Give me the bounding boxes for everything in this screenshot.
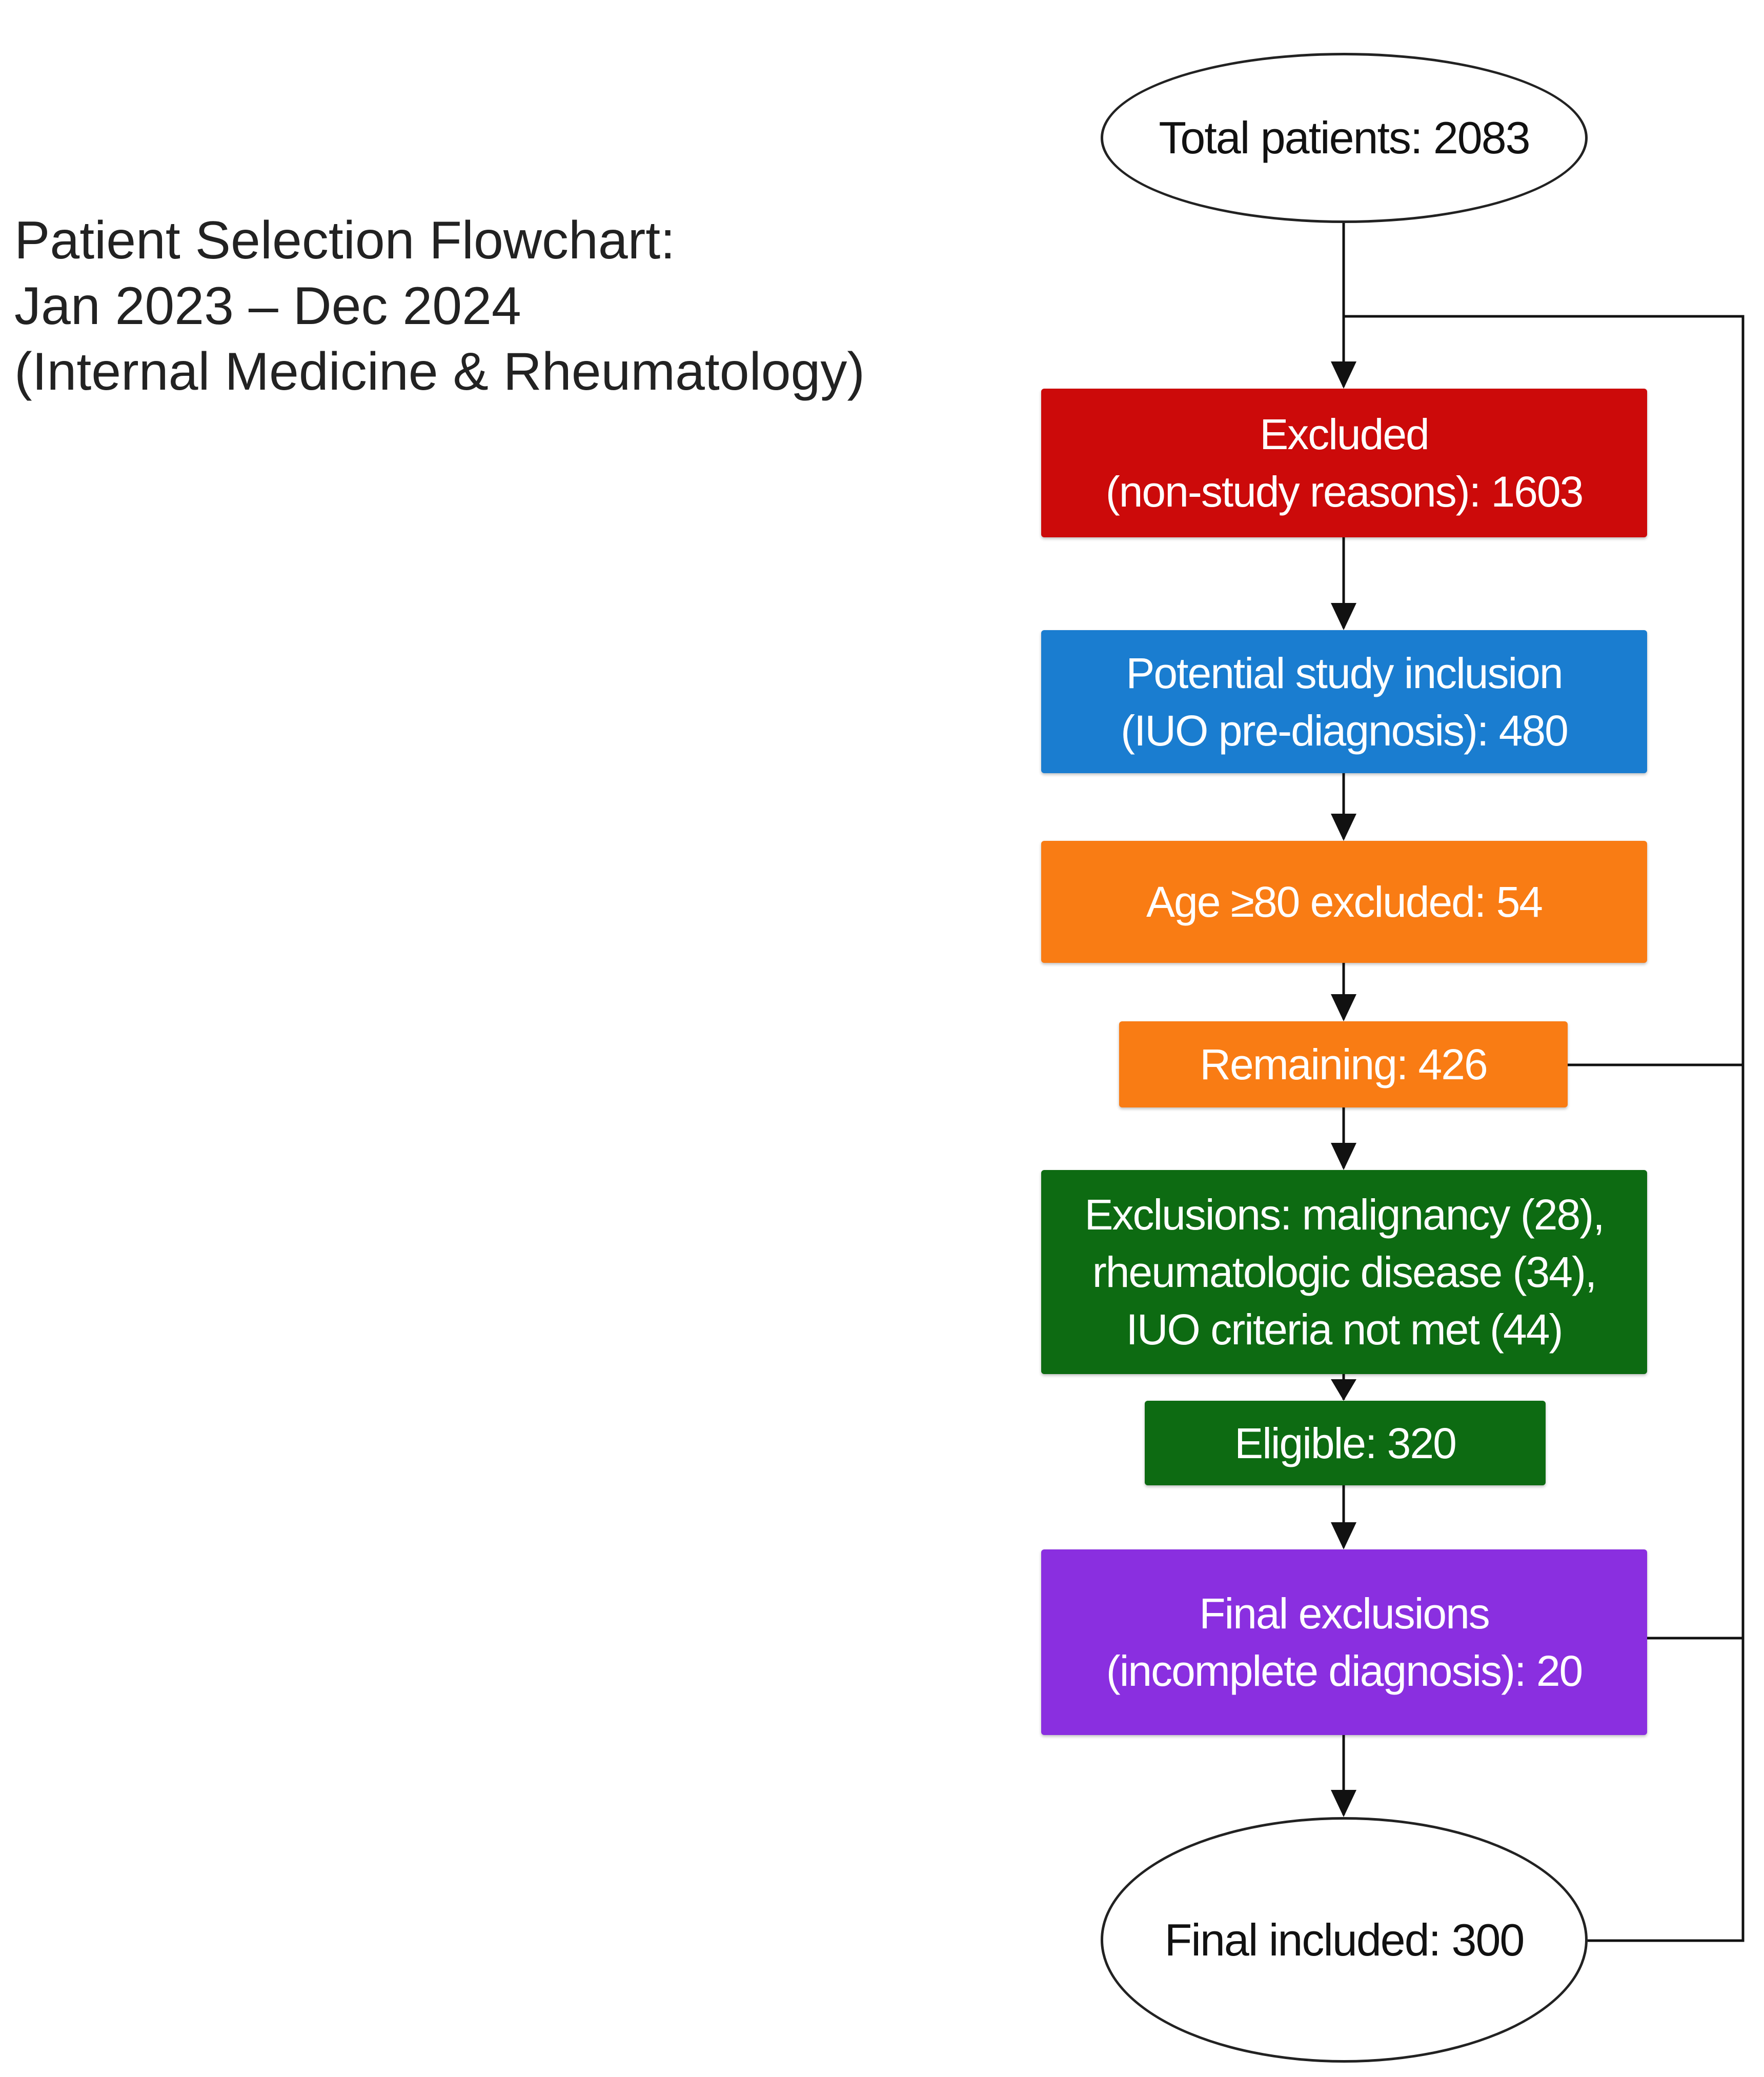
arrowhead [1331,1379,1356,1401]
node-exclusions: Exclusions: malignancy (28), rheumatologi… [1041,1170,1647,1374]
node-eligible: Eligible: 320 [1145,1401,1546,1485]
node-final-label: Final included: 300 [1164,1914,1525,1965]
node-potential-line-2: (IUO pre-diagnosis): 480 [1121,706,1569,755]
arrowhead [1331,814,1356,841]
side-bypass-line [1344,315,1745,1942]
node-final-exclusions: Final exclusions (incomplete diagnosis): … [1041,1549,1647,1735]
arrowhead [1331,1790,1356,1817]
node-remaining: Remaining: 426 [1119,1021,1568,1107]
node-final-included: Final included: 300 [1101,1817,1588,2063]
node-eligible-label: Eligible: 320 [1234,1419,1457,1467]
title-line-2: Jan 2023 – Dec 2024 [14,276,521,336]
node-exclusions-line-1: Exclusions: malignancy (28), [1084,1191,1605,1239]
node-total-patients: Total patients: 2083 [1101,53,1588,223]
node-final-exclusions-line-2: (incomplete diagnosis): 20 [1106,1647,1584,1695]
node-potential-line-1: Potential study inclusion [1126,649,1563,697]
node-final-exclusions-line-1: Final exclusions [1199,1589,1490,1638]
arrowhead [1331,1522,1356,1549]
node-exclusions-line-2: rheumatologic disease (34), [1092,1248,1597,1296]
node-excluded-line-2: (non-study reasons): 1603 [1105,468,1584,516]
diagram-title: Patient Selection Flowchart: Jan 2023 – … [14,208,865,405]
node-exclusions-line-3: IUO criteria not met (44) [1126,1305,1564,1354]
node-age-label: Age ≥80 excluded: 54 [1146,878,1543,926]
arrowhead [1331,361,1356,389]
title-line-3: (Internal Medicine & Rheumatology) [14,342,865,401]
node-excluded-line-1: Excluded [1260,410,1430,458]
node-age-excluded: Age ≥80 excluded: 54 [1041,841,1647,963]
title-line-1: Patient Selection Flowchart: [14,211,676,270]
arrowhead [1331,994,1356,1021]
node-remaining-label: Remaining: 426 [1200,1040,1488,1088]
arrowhead [1331,1143,1356,1170]
arrowhead [1331,603,1356,630]
node-total-label: Total patients: 2083 [1159,112,1530,163]
node-excluded: Excluded (non-study reasons): 1603 [1041,389,1647,537]
node-potential-inclusion: Potential study inclusion (IUO pre-diagno… [1041,630,1647,773]
